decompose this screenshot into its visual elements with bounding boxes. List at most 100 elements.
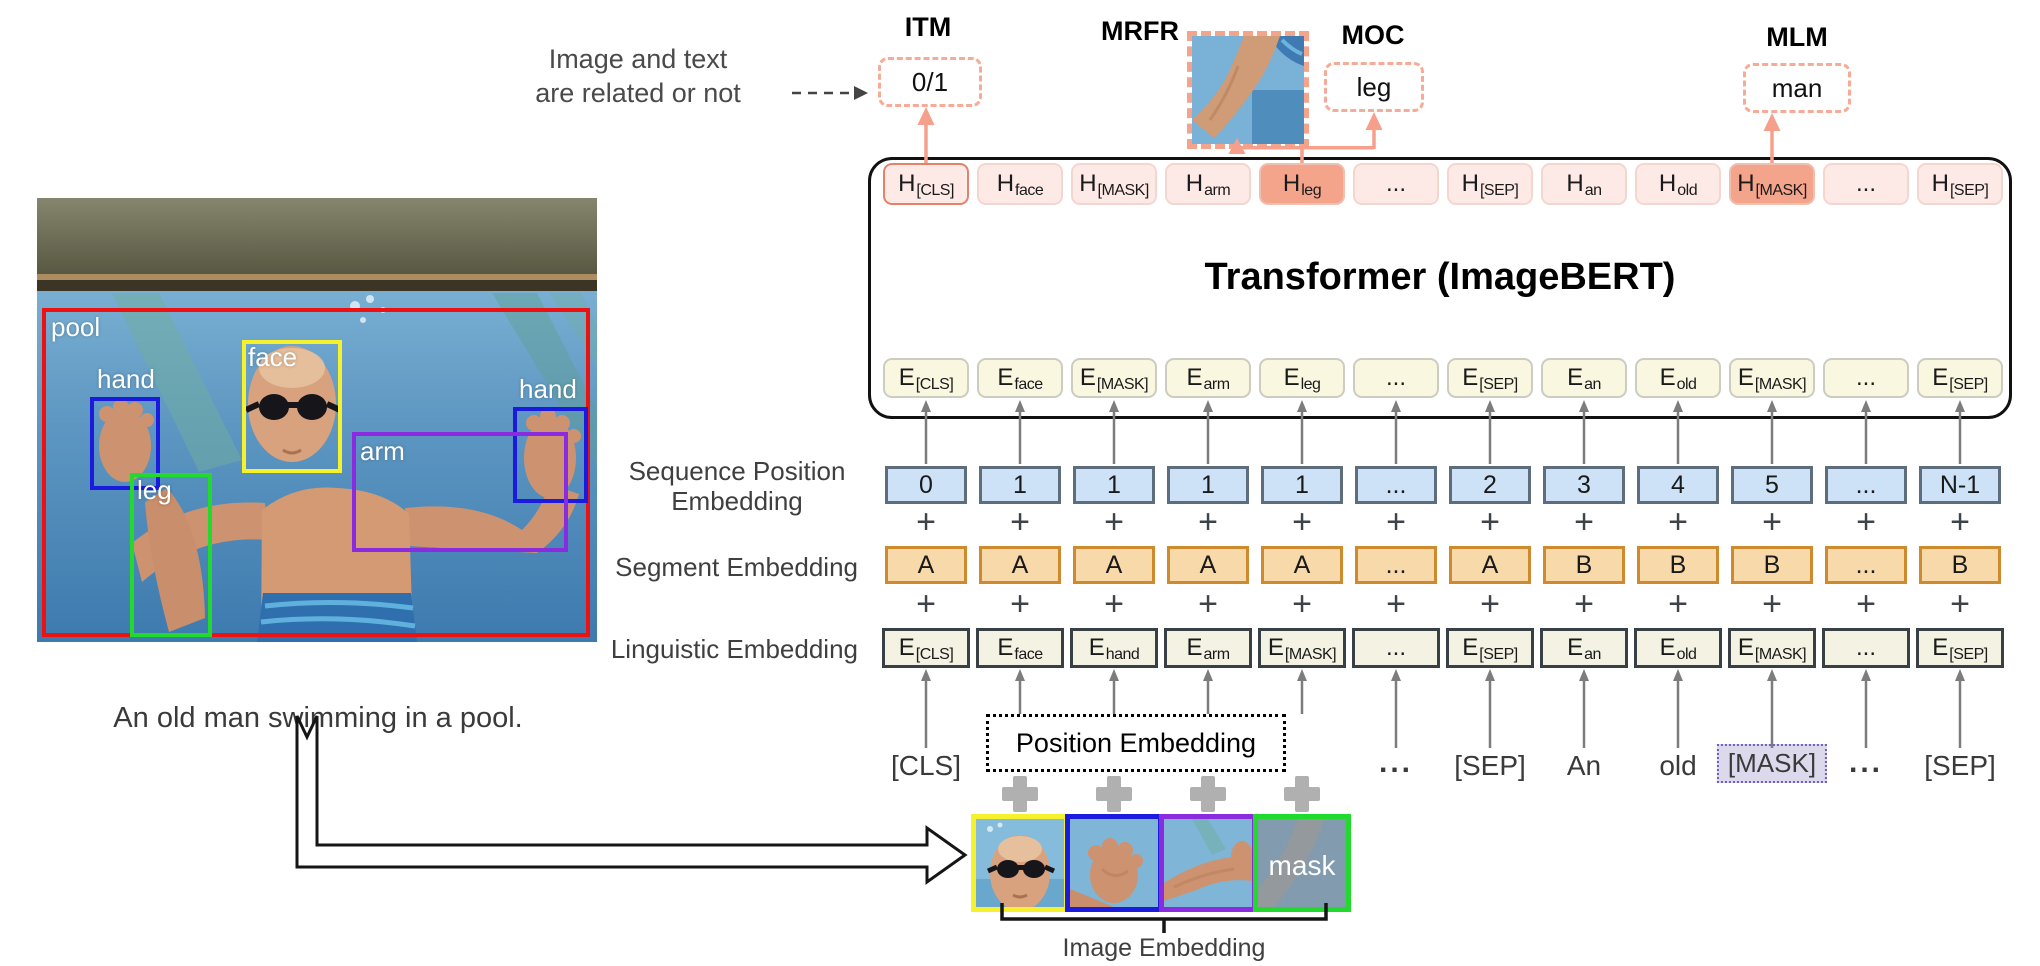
arrowhead [1767, 669, 1777, 681]
input-token-1: [CLS] [890, 750, 962, 781]
linguistic-label: Linguistic Embedding [610, 634, 858, 664]
input-token-9: old [1659, 750, 1697, 781]
segment-5: A [1261, 546, 1343, 584]
linguistic-7: E[SEP] [1446, 628, 1534, 668]
hand-patch [1065, 814, 1163, 912]
arrowhead [917, 107, 935, 125]
segment-3: A [1073, 546, 1155, 584]
plus-operator-7: + [1480, 584, 1500, 623]
mask-patch-text: mask [1269, 850, 1337, 881]
seq-pos-5: 1 [1261, 466, 1343, 504]
e-token-12: E[SEP] [1917, 358, 2003, 398]
plus-operator-5: + [1292, 502, 1312, 541]
arrowhead [1861, 669, 1871, 681]
h-token-12: H[SEP] [1917, 163, 2003, 205]
plus-operator-8: + [1574, 502, 1594, 541]
bbox-label-leg: leg [137, 475, 172, 505]
linguistic-12: E[SEP] [1916, 628, 2004, 668]
plus-operator-12: + [1950, 584, 1970, 623]
linguistic-6: ... [1352, 628, 1440, 668]
segment-2: A [979, 546, 1061, 584]
arrowhead [1579, 669, 1589, 681]
itm-value: 0/1 [911, 66, 949, 97]
bbox-pool [42, 308, 590, 637]
arrowhead [1109, 669, 1119, 681]
e-token-11: ... [1823, 358, 1909, 398]
plus-operator-4: + [1198, 584, 1218, 623]
plus-operator-6: + [1386, 584, 1406, 623]
segment-4: A [1167, 546, 1249, 584]
seq-pos-2: 1 [979, 466, 1061, 504]
hand-crop-art [1070, 819, 1158, 907]
segment-8: B [1543, 546, 1625, 584]
arm-crop-art [1164, 819, 1252, 907]
itm-note-line2: are related or not [535, 78, 741, 108]
arrowhead [1297, 669, 1307, 681]
input-token-8: An [1566, 750, 1602, 781]
bbox-hand-left [90, 397, 160, 490]
linguistic-10: E[MASK] [1728, 628, 1816, 668]
plus-operator-3: + [1104, 502, 1124, 541]
plus-operator-7: + [1480, 502, 1500, 541]
plus-icon [1096, 776, 1132, 812]
transformer-title: Transformer (ImageBERT) [1204, 256, 1676, 298]
pool-photo: pool face hand hand arm leg [37, 198, 597, 642]
plus-operator-4: + [1198, 502, 1218, 541]
h-token-1: H[CLS] [883, 163, 969, 205]
h-token-6: ... [1353, 163, 1439, 205]
input-token-11: ... [1848, 746, 1884, 779]
mlm-label: MLM [1766, 22, 1828, 52]
input-token-6: ... [1378, 746, 1414, 779]
plus-operator-1: + [916, 502, 936, 541]
arrowhead [1391, 669, 1401, 681]
itm-note-arrowhead [854, 86, 868, 100]
plus-operator-8: + [1574, 584, 1594, 623]
image-to-patches-arrow [295, 715, 968, 885]
segment-label: Segment Embedding [615, 552, 858, 582]
plus-operator-6: + [1386, 502, 1406, 541]
seq-pos-6: ... [1355, 466, 1437, 504]
seq-pos-4: 1 [1167, 466, 1249, 504]
segment-11: ... [1825, 546, 1907, 584]
mlm-value: man [1771, 72, 1823, 103]
mrfr-label: MRFR [1101, 16, 1179, 46]
plus-operator-2: + [1010, 584, 1030, 623]
moc-label: MOC [1341, 20, 1405, 50]
position-embedding-box: Position Embedding [986, 714, 1286, 772]
mask-patch: mask [1253, 814, 1351, 912]
arrowhead [1015, 669, 1025, 681]
linguistic-1: E[CLS] [882, 628, 970, 668]
plus-operator-1: + [916, 584, 936, 623]
h-token-7: H[SEP] [1447, 163, 1533, 205]
e-token-3: E[MASK] [1071, 358, 1157, 398]
bbox-face [242, 340, 342, 473]
bbox-label-face: face [248, 342, 298, 372]
plus-operator-11: + [1856, 584, 1876, 623]
bbox-label-hand-right: hand [519, 374, 577, 404]
arrowhead [1763, 113, 1781, 131]
seq-pos-8: 3 [1543, 466, 1625, 504]
plus-icon [1284, 776, 1320, 812]
linguistic-11: ... [1822, 628, 1910, 668]
plus-operator-10: + [1762, 502, 1782, 541]
seq-pos-label: Sequence Position Embedding [628, 456, 846, 516]
segment-12: B [1919, 546, 2001, 584]
plus-operator-11: + [1856, 502, 1876, 541]
arrowhead [1365, 112, 1383, 130]
input-token-12: [SEP] [1924, 750, 1996, 781]
input-token-7: [SEP] [1454, 750, 1526, 781]
plus-operator-10: + [1762, 584, 1782, 623]
leg-crop-art [1192, 36, 1304, 144]
mask-crop-art: mask [1258, 819, 1346, 907]
plus-operator-9: + [1668, 502, 1688, 541]
